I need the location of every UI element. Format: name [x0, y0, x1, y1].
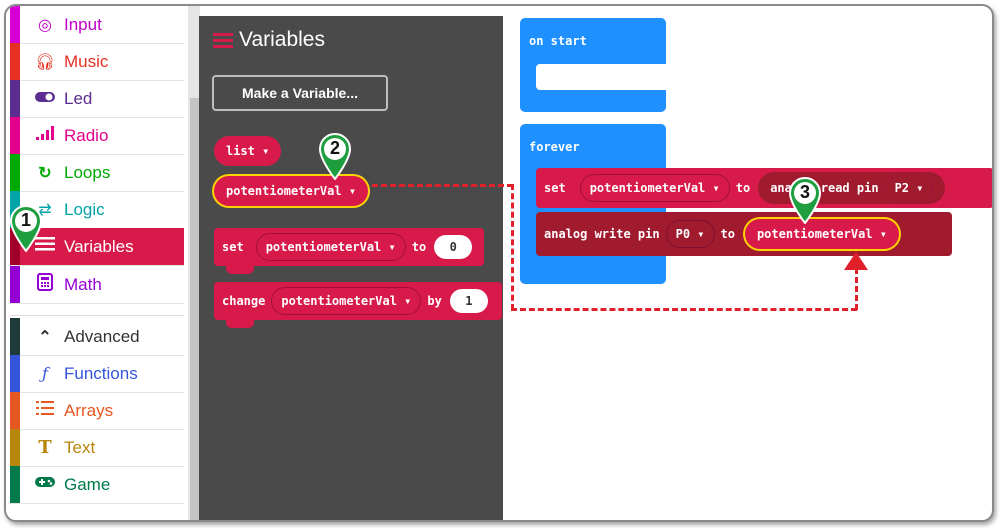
step-marker-3: 3 — [787, 176, 823, 225]
category-label: Radio — [64, 125, 109, 145]
category-label: Led — [64, 88, 93, 108]
toolbox-divider — [10, 307, 184, 316]
category-input[interactable]: ◎ Input — [10, 6, 184, 44]
category-label: Variables — [64, 236, 134, 256]
category-game[interactable]: Game — [10, 466, 184, 504]
set-variable-block[interactable]: set potentiometerVal ▾ to 0 — [214, 228, 484, 274]
category-label: Text — [64, 437, 96, 457]
potentiometer-variable-block[interactable]: potentiometerVal ▾ — [214, 176, 369, 206]
screenshot-frame: ◎ Input 🎧︎ Music Led Radio ↻ Loops — [4, 4, 994, 522]
category-text[interactable]: T Text — [10, 429, 184, 467]
category-label: Music — [64, 51, 109, 71]
category-music[interactable]: 🎧︎ Music — [10, 43, 184, 81]
category-label: Input — [64, 14, 102, 34]
analog-write-block[interactable]: analog write pin P0 ▾ to potentiometerVa… — [536, 212, 952, 256]
variable-dropdown[interactable]: potentiometerVal ▾ — [255, 233, 406, 261]
category-label: Arrays — [64, 400, 114, 420]
drag-path-segment — [372, 184, 513, 187]
gamepad-icon — [34, 475, 56, 494]
potentiometer-variable-reporter[interactable]: potentiometerVal ▾ — [744, 219, 899, 249]
on-start-block[interactable]: on start — [520, 18, 666, 112]
marker-number: 2 — [329, 138, 340, 158]
category-radio[interactable]: Radio — [10, 117, 184, 155]
category-label: Logic — [64, 199, 105, 219]
block-keyword: to — [735, 181, 751, 195]
category-label: Math — [64, 274, 102, 294]
block-keyword: to — [411, 240, 427, 254]
function-icon: ƒ — [42, 364, 48, 383]
on-start-label: on start — [529, 34, 587, 48]
pin-dropdown[interactable]: P0 ▾ — [665, 220, 715, 248]
variable-name: list — [226, 144, 255, 158]
marker-number: 1 — [20, 210, 31, 230]
category-label: Loops — [64, 162, 111, 182]
workspace-set-block[interactable]: set potentiometerVal ▾ to analog read pi… — [536, 168, 992, 208]
step-marker-1: 1 — [8, 204, 44, 253]
array-icon — [34, 400, 56, 421]
list-icon — [34, 237, 56, 256]
map-pin-icon — [9, 205, 43, 253]
refresh-icon: ↻ — [38, 164, 52, 182]
category-label: Functions — [64, 363, 138, 383]
signal-bars-icon — [34, 125, 56, 146]
target-icon: ◎ — [38, 16, 52, 34]
variables-flyout: Variables Make a Variable... list ▾ pote… — [199, 16, 503, 520]
step-marker-2: 2 — [317, 132, 353, 181]
text-icon: T — [38, 437, 52, 458]
headphones-icon: 🎧︎ — [34, 53, 56, 71]
number-field[interactable]: 1 — [449, 289, 488, 313]
category-variables[interactable]: Variables — [10, 228, 184, 266]
forever-label: forever — [529, 140, 580, 154]
block-keyword: change — [222, 294, 266, 308]
variable-name: potentiometerVal — [226, 184, 342, 198]
scrollbar-thumb[interactable] — [190, 98, 200, 520]
map-pin-icon — [318, 133, 352, 181]
calculator-icon — [34, 273, 56, 296]
marker-number: 3 — [799, 182, 810, 202]
flyout-title-text: Variables — [239, 28, 325, 51]
pin-dropdown[interactable]: P2 ▾ — [884, 174, 934, 202]
block-keyword: to — [720, 227, 735, 241]
drag-path-segment — [855, 268, 858, 310]
toggle-icon — [34, 90, 56, 108]
variable-dropdown[interactable]: potentiometerVal ▾ — [579, 174, 730, 202]
category-advanced[interactable]: ⌃ Advanced — [10, 318, 184, 356]
drag-path-segment — [511, 184, 514, 310]
category-functions[interactable]: ƒ Functions — [10, 355, 184, 393]
make-variable-button[interactable]: Make a Variable... — [212, 75, 388, 111]
category-loops[interactable]: ↻ Loops — [10, 154, 184, 192]
block-keyword: analog write pin — [544, 227, 660, 241]
on-start-slot — [536, 64, 666, 90]
number-field[interactable]: 0 — [434, 235, 473, 259]
category-arrays[interactable]: Arrays — [10, 392, 184, 430]
arrow-head-icon — [844, 252, 868, 270]
category-led[interactable]: Led — [10, 80, 184, 118]
map-pin-icon — [788, 177, 822, 225]
block-keyword: set — [222, 240, 244, 254]
category-label: Game — [64, 474, 111, 494]
drag-path-segment — [511, 308, 857, 311]
block-keyword: set — [544, 181, 566, 195]
chevron-up-icon: ⌃ — [38, 328, 52, 346]
category-label: Advanced — [64, 326, 140, 346]
flyout-title: Variables — [213, 28, 325, 52]
category-math[interactable]: Math — [10, 266, 184, 304]
list-variable-block[interactable]: list ▾ — [214, 136, 282, 166]
change-variable-block[interactable]: change potentiometerVal ▾ by 1 — [214, 282, 502, 328]
list-icon — [213, 30, 233, 51]
toolbox: ◎ Input 🎧︎ Music Led Radio ↻ Loops — [10, 6, 188, 520]
block-keyword: by — [427, 294, 442, 308]
logic-icon: ⇄ — [38, 201, 52, 219]
variable-dropdown[interactable]: potentiometerVal ▾ — [271, 287, 422, 315]
